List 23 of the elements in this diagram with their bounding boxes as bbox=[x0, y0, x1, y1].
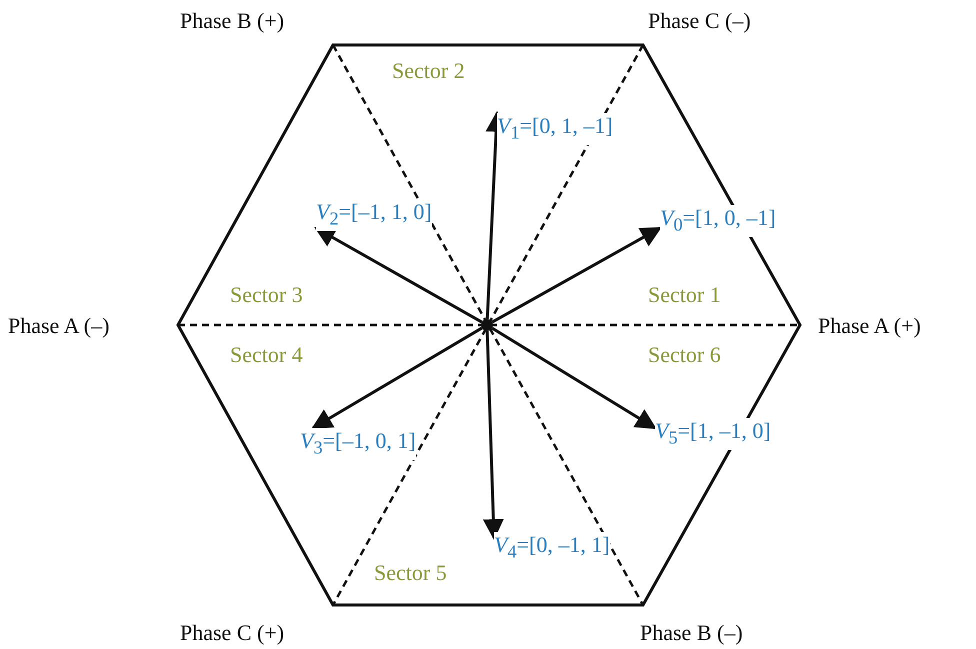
phase-label: Phase C (+) bbox=[180, 620, 284, 646]
sector-label: Sector 6 bbox=[648, 342, 721, 368]
vector-arrow bbox=[492, 226, 662, 324]
vector-label: V$_{0}$=[1, 0, –1] bbox=[660, 205, 776, 238]
sector-label: Sector 1 bbox=[648, 282, 721, 308]
vector-label: V$_{2}$=[–1, 1, 0] bbox=[316, 199, 432, 232]
vector-label: V$_{3}$=[–1, 0, 1] bbox=[300, 428, 416, 460]
phase-label: Phase B (–) bbox=[640, 620, 743, 646]
sector-label: Sector 4 bbox=[230, 342, 303, 368]
phase-label: Phase A (–) bbox=[8, 313, 110, 339]
origin-dot bbox=[481, 319, 493, 331]
vector-arrow bbox=[491, 326, 657, 430]
vector-arrow bbox=[311, 326, 483, 430]
vector-label: V$_{1}$=[0, 1, –1] bbox=[497, 113, 613, 146]
phase-label: Phase A (+) bbox=[818, 313, 921, 339]
vector-arrow bbox=[314, 226, 483, 324]
sector-label: Sector 3 bbox=[230, 282, 303, 308]
phase-label: Phase C (–) bbox=[648, 8, 751, 34]
sector-label: Sector 5 bbox=[374, 560, 447, 586]
vector-arrow bbox=[482, 330, 504, 540]
sector-label: Sector 2 bbox=[392, 58, 465, 84]
phase-label: Phase B (+) bbox=[180, 8, 284, 34]
vector-label: V$_{5}$=[1, –1, 0] bbox=[655, 418, 771, 450]
